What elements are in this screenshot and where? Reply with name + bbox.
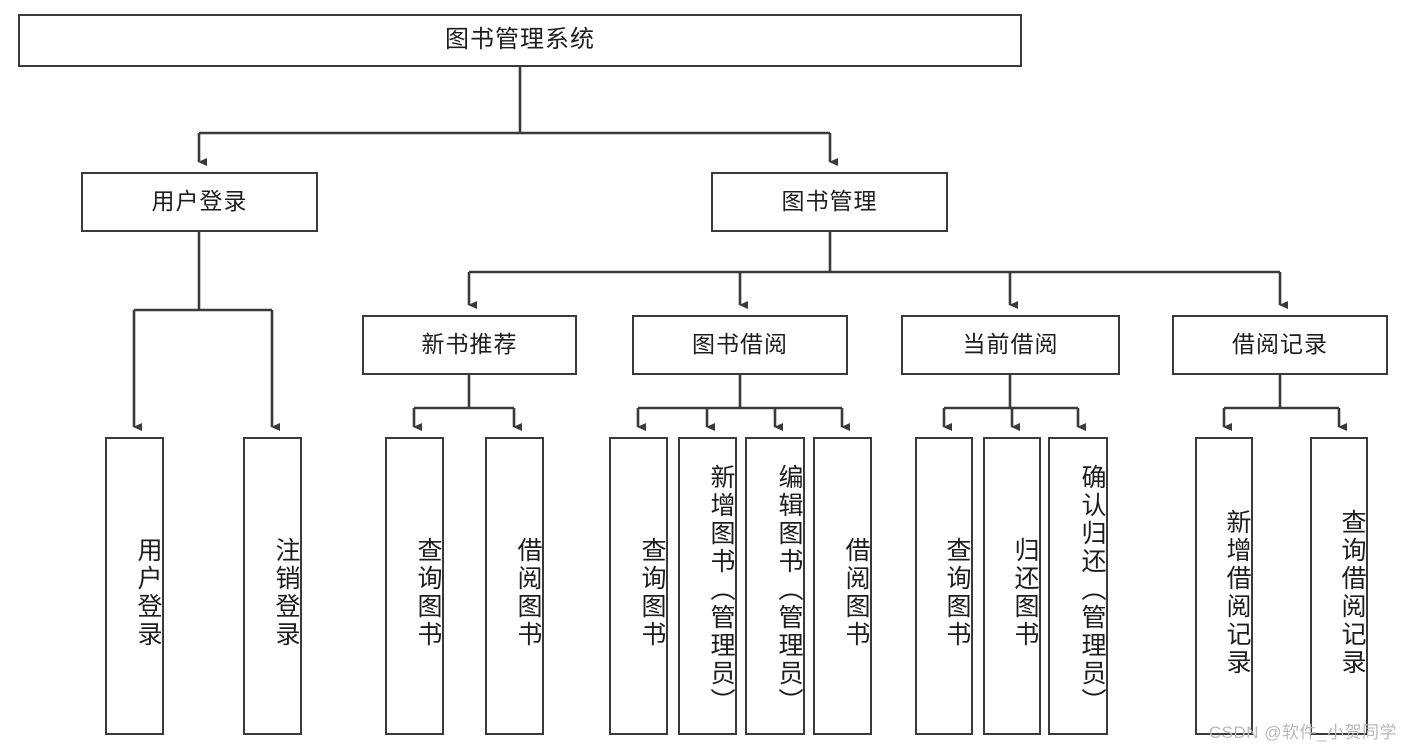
- leaf-current-borrow-query[interactable]: 查询图书: [915, 437, 973, 735]
- node-current-borrow[interactable]: 当前借阅: [901, 315, 1120, 375]
- leaf-current-borrow-return[interactable]: 归还图书: [983, 437, 1041, 735]
- node-root-system[interactable]: 图书管理系统: [18, 14, 1022, 67]
- leaf-book-borrow-edit[interactable]: 编辑图书（管理员）: [745, 437, 805, 735]
- leaf-book-borrow-query[interactable]: 查询图书: [609, 437, 668, 735]
- leaf-book-borrow-borrow[interactable]: 借阅图书: [813, 437, 872, 735]
- node-book-borrow[interactable]: 图书借阅: [632, 315, 848, 375]
- node-borrow-record[interactable]: 借阅记录: [1172, 315, 1388, 375]
- leaf-book-borrow-add[interactable]: 新增图书（管理员）: [678, 437, 737, 735]
- leaf-user-login-login[interactable]: 用户登录: [105, 437, 164, 735]
- node-user-login[interactable]: 用户登录: [81, 172, 318, 232]
- leaf-borrow-record-query[interactable]: 查询借阅记录: [1310, 437, 1368, 735]
- leaf-new-book-borrow[interactable]: 借阅图书: [485, 437, 544, 735]
- leaf-new-book-query[interactable]: 查询图书: [385, 437, 444, 735]
- leaf-current-borrow-confirm-return[interactable]: 确认归还（管理员）: [1048, 437, 1108, 735]
- node-new-book-recommend[interactable]: 新书推荐: [362, 315, 577, 375]
- leaf-user-login-logout[interactable]: 注销登录: [243, 437, 302, 735]
- leaf-borrow-record-add[interactable]: 新增借阅记录: [1195, 437, 1253, 735]
- node-book-management[interactable]: 图书管理: [711, 172, 948, 232]
